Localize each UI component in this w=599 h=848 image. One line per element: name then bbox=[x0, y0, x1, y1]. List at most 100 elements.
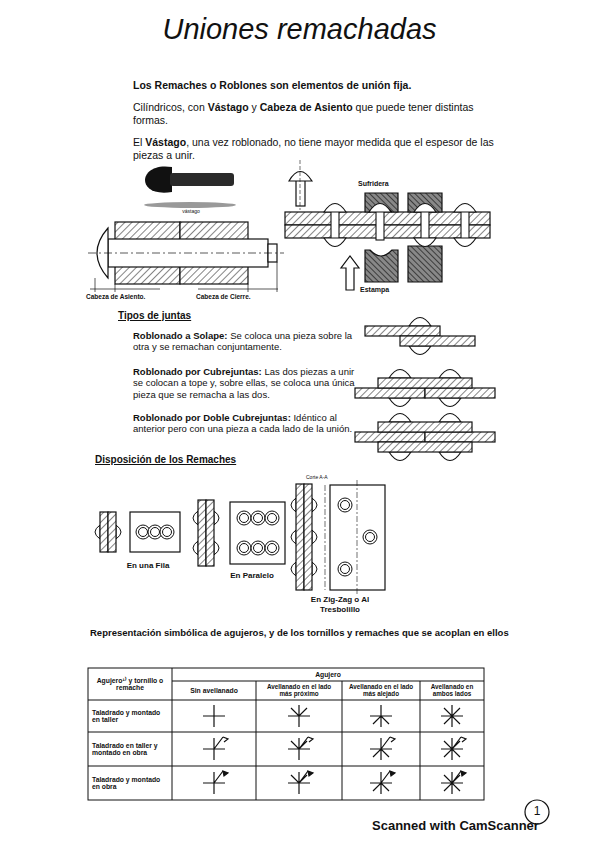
hole-symbol bbox=[288, 737, 310, 760]
arrangement-label: En Zig-Zag o Al Tresbolillo bbox=[311, 595, 369, 614]
symbol-table bbox=[342, 681, 343, 800]
site-flag bbox=[308, 771, 313, 776]
hole-symbol bbox=[370, 771, 392, 794]
rivet-head bbox=[454, 204, 476, 213]
hole-symbol bbox=[370, 705, 392, 727]
rivet-hole bbox=[237, 511, 251, 525]
rivet-head bbox=[312, 562, 317, 576]
lap-joint bbox=[400, 336, 475, 346]
double-strap-joint bbox=[355, 422, 495, 452]
intro-text: ElVástago, una vez roblonado, no tiene m… bbox=[133, 136, 503, 161]
rivet-photo bbox=[144, 166, 236, 208]
part-label: Cabeza de Cierre. bbox=[196, 293, 276, 301]
rivet-head bbox=[409, 346, 431, 355]
riveting-setup bbox=[285, 225, 490, 238]
joint-text: Roblonado por Doble Cubrejuntas: bbox=[133, 412, 291, 423]
rivet-head bbox=[414, 238, 436, 247]
rivet-section bbox=[277, 262, 278, 292]
table-cell: Avellanado en el lado más próximo bbox=[257, 682, 341, 699]
rivet-head bbox=[214, 511, 219, 525]
symbol-table bbox=[88, 732, 484, 733]
intro-text: Vástago bbox=[145, 136, 186, 148]
rivet-head bbox=[389, 452, 411, 461]
rivet-hole bbox=[363, 530, 377, 544]
rivet-hole bbox=[265, 541, 279, 555]
rivet-head bbox=[454, 238, 476, 247]
rivet-hole bbox=[341, 565, 350, 574]
hole-symbol bbox=[203, 705, 225, 727]
rivet-head bbox=[439, 452, 461, 461]
rivet-hole bbox=[341, 501, 350, 510]
symbol-table bbox=[172, 668, 173, 800]
rivet-hole bbox=[268, 514, 277, 523]
rivet-hole bbox=[163, 528, 172, 537]
rivet-head bbox=[439, 414, 461, 423]
rivet-shank bbox=[421, 210, 429, 240]
riveting-setup bbox=[285, 160, 490, 290]
intro-text: Cilíndricos, conVástagoyCabeza de Asient… bbox=[133, 101, 493, 126]
rivet-hole bbox=[160, 525, 174, 539]
rivet-hole bbox=[151, 528, 160, 537]
hole-symbol bbox=[203, 771, 225, 794]
section-label: Corte A-A bbox=[306, 474, 346, 480]
lap-joint bbox=[365, 326, 440, 336]
symbol-table bbox=[172, 681, 484, 682]
arrangement-figures bbox=[100, 480, 385, 595]
rivet-hole bbox=[338, 562, 352, 576]
rivet-head bbox=[116, 525, 121, 539]
rivet-head bbox=[95, 525, 100, 539]
intro-text: El bbox=[133, 136, 142, 148]
rivet-hole bbox=[338, 498, 352, 512]
rivet-head bbox=[369, 204, 391, 213]
rivet-head bbox=[312, 530, 317, 544]
hole-symbol bbox=[288, 705, 310, 727]
riveting-setup bbox=[365, 250, 398, 282]
arrangement-figures bbox=[357, 480, 358, 595]
rivet-head bbox=[324, 204, 346, 213]
joint-text: Roblonado por Doble Cubrejuntas:Idéntico… bbox=[133, 412, 358, 435]
arrangement-figures bbox=[296, 484, 304, 590]
table-cell: Taladrado y montado en taller bbox=[89, 701, 171, 731]
rivet-head bbox=[193, 541, 198, 555]
section-heading: Tipos de juntas bbox=[118, 310, 318, 322]
arrangement-figures bbox=[330, 485, 385, 590]
riveting-setup bbox=[365, 193, 398, 212]
joint-text: Roblonado a Solape:Se coloca una pieza s… bbox=[133, 330, 358, 353]
watermark: Scanned with CamScanner bbox=[372, 818, 539, 833]
symbol-table bbox=[88, 668, 484, 800]
arrangement-figures bbox=[304, 484, 312, 590]
rivet-head bbox=[414, 204, 436, 213]
part-label: Estampa bbox=[360, 286, 389, 293]
table-cell: Agujero bbox=[173, 669, 483, 680]
hole-symbol bbox=[441, 705, 463, 727]
butt-strap-joint bbox=[355, 378, 495, 398]
part-label: vástago bbox=[166, 208, 216, 214]
rivet-head bbox=[389, 398, 411, 407]
table-cell: Avellanado en ambos lados bbox=[421, 682, 483, 699]
rivet-section bbox=[90, 289, 160, 290]
lap-joint bbox=[365, 326, 475, 346]
riveting-setup bbox=[341, 256, 359, 290]
rivet-section bbox=[88, 222, 284, 292]
arrangement-figures bbox=[198, 500, 206, 566]
table-cell: Agujero¹⁾ y tornillo o remache bbox=[89, 669, 171, 699]
symbol-table bbox=[88, 668, 484, 800]
part-label: Cabeza de Asiento. bbox=[86, 293, 145, 300]
rivet-section bbox=[88, 253, 284, 254]
butt-strap-joint bbox=[425, 388, 495, 398]
rivet-section bbox=[95, 278, 96, 292]
rivet-shank bbox=[331, 210, 339, 240]
rivet-head bbox=[389, 370, 411, 379]
rivet-hole bbox=[251, 541, 265, 555]
arrangement-label: En Paralelo bbox=[230, 571, 274, 580]
symbol-table bbox=[420, 681, 421, 800]
part-label: Sufridera bbox=[358, 180, 389, 187]
rivet-hole bbox=[237, 541, 251, 555]
riveting-setup bbox=[289, 172, 312, 182]
rivet-hole bbox=[254, 514, 263, 523]
rivet-section bbox=[198, 289, 278, 290]
rivet-section bbox=[248, 284, 249, 292]
table-cell: Taladrado y montado en obra bbox=[89, 767, 171, 799]
section-heading: Representación simbólica de agujeros, y … bbox=[90, 627, 509, 638]
part-label: Cabeza de Asiento. bbox=[86, 293, 166, 301]
